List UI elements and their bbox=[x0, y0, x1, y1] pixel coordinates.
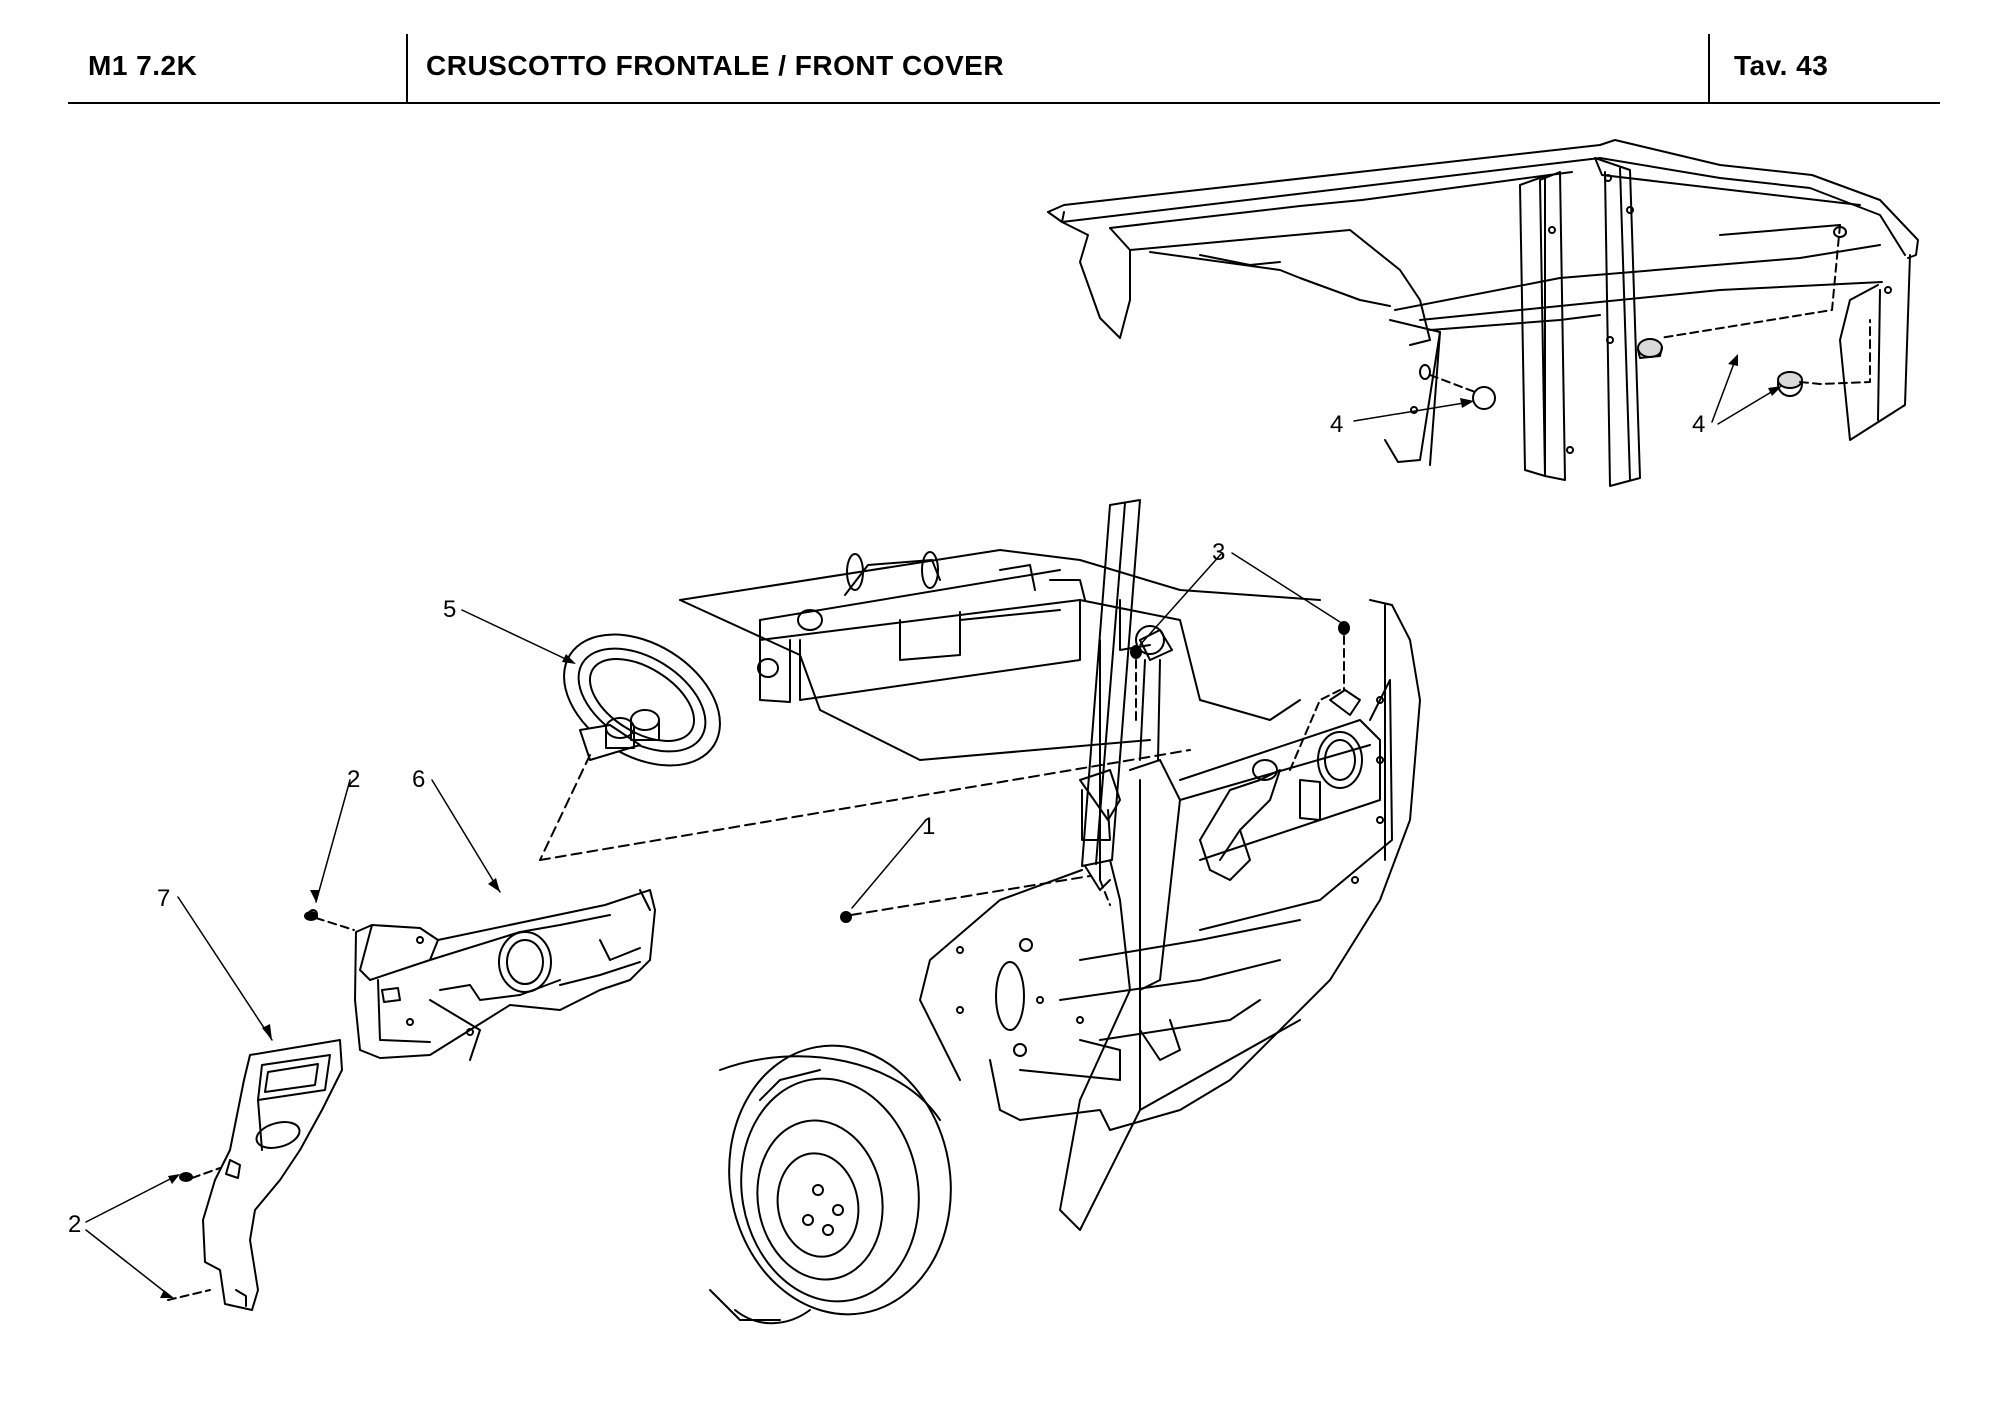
title-block: M1 7.2K CRUSCOTTO FRONTALE / FRONT COVER… bbox=[68, 30, 1940, 104]
callout-4: 4 bbox=[1692, 411, 1705, 438]
page-title: CRUSCOTTO FRONTALE / FRONT COVER bbox=[426, 50, 1005, 81]
roof-plug-4 bbox=[1419, 224, 1871, 410]
header-divider bbox=[406, 34, 408, 102]
callout-6: 6 bbox=[412, 766, 425, 793]
table-number: Tav. 43 bbox=[1734, 50, 1829, 81]
callout-4: 4 bbox=[1330, 411, 1343, 438]
steering-wheel bbox=[539, 633, 721, 861]
leader-arrowheads bbox=[160, 354, 1782, 1298]
machine-frame bbox=[539, 499, 1421, 1325]
side-dash-cover bbox=[202, 1039, 343, 1311]
callout-2: 2 bbox=[347, 766, 360, 793]
leader-lines bbox=[85, 357, 1779, 1297]
callout-7: 7 bbox=[157, 885, 170, 912]
cab-roof-frame bbox=[1047, 139, 1919, 487]
fasteners bbox=[167, 621, 1350, 1301]
header-divider bbox=[1708, 34, 1710, 102]
callout-5: 5 bbox=[443, 596, 456, 623]
callout-1: 1 bbox=[922, 813, 935, 840]
front-dash-cover bbox=[354, 889, 656, 1061]
callout-2: 2 bbox=[68, 1211, 81, 1238]
model-code: M1 7.2K bbox=[88, 50, 198, 81]
callout-3: 3 bbox=[1212, 539, 1225, 566]
